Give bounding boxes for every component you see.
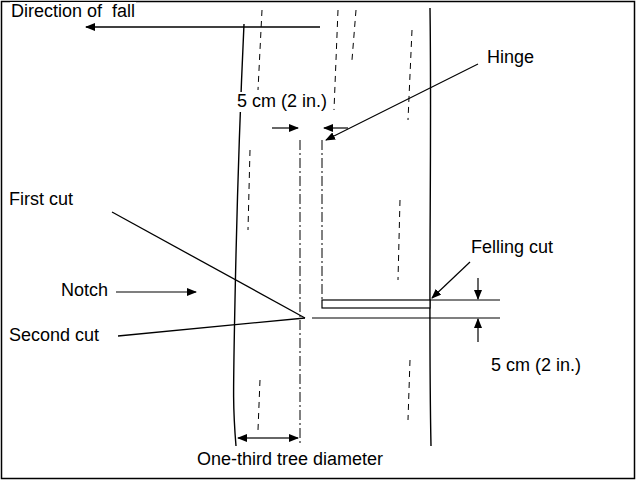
felling-cut (322, 300, 430, 308)
second-cut-line (118, 318, 305, 336)
hinge-lines (300, 140, 322, 446)
label: One-third tree diameter (196, 450, 384, 470)
label: Second cut (8, 326, 100, 346)
fall-arrow (86, 26, 320, 27)
trunk-left (234, 24, 244, 446)
felling-leader (432, 262, 470, 298)
label: 5 cm (2 in.) (236, 92, 328, 112)
hinge-leader (326, 64, 478, 140)
label: First cut (8, 190, 74, 210)
notch-arrow (116, 291, 196, 292)
label: Notch (60, 281, 109, 301)
bark-marks (248, 10, 412, 430)
label: Direction of fall (10, 2, 136, 22)
label: Hinge (486, 48, 535, 68)
label: Felling cut (470, 238, 554, 258)
label: 5 cm (2 in.) (490, 356, 582, 376)
first-cut-line (112, 212, 305, 318)
trunk-right (430, 8, 431, 446)
